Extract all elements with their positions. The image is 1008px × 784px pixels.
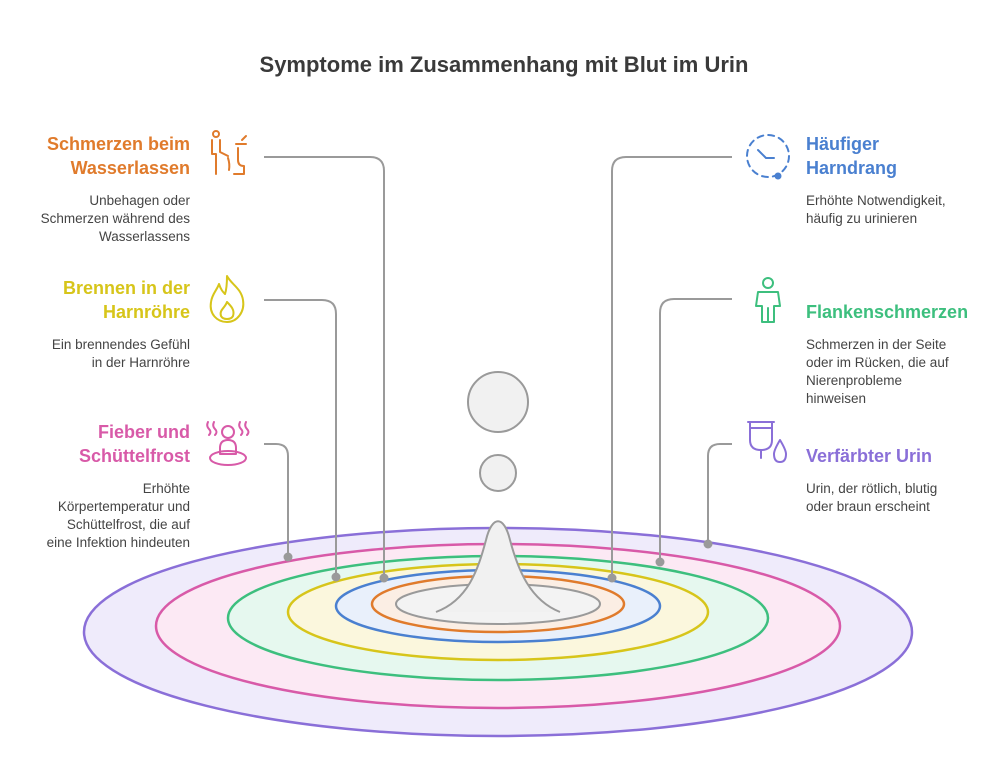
drop-large — [467, 371, 529, 433]
urination-icon — [211, 130, 247, 175]
connector-2 — [264, 299, 337, 577]
symptom-desc-frequent-urge: Erhöhte Notwendigkeit, häufig zu urinier… — [806, 193, 946, 226]
symptom-desc-fever-chills: Erhöhte Körpertemperatur und Schüttelfro… — [46, 481, 190, 550]
drop-small — [479, 454, 517, 492]
person-icon — [755, 277, 781, 323]
connector-5 — [659, 298, 732, 562]
connector-6 — [707, 443, 732, 544]
connector-1 — [264, 156, 385, 578]
connector-dot — [655, 557, 665, 567]
connector-dot — [379, 573, 389, 583]
symptom-title-flank-pain: Flankenschmerzen — [806, 302, 969, 322]
symptom-title-fever-chills: Fieber und Schüttelfrost — [78, 422, 190, 466]
symptom-title-discolored-urine: Verfärbter Urin — [806, 446, 933, 466]
symptom-desc-urethra-burning: Ein brennendes Gefühl in der Harnröhre — [51, 337, 190, 370]
connector-4 — [611, 156, 732, 578]
connector-dot — [331, 572, 341, 582]
symptom-desc-painful-urination: Unbehagen oder Schmerzen während des Was… — [40, 193, 190, 244]
diagram-title: Symptome im Zusammenhang mit Blut im Uri… — [259, 52, 749, 77]
flame-icon — [209, 275, 245, 323]
connector-dot — [703, 539, 713, 549]
symptom-title-painful-urination: Schmerzen beim Wasserlassen — [46, 134, 190, 178]
urine-cup-drop-icon — [747, 421, 787, 463]
splash-peak — [435, 520, 561, 613]
connector-3 — [264, 443, 289, 557]
symptom-desc-flank-pain: Schmerzen in der Seite oder im Rücken, d… — [806, 337, 949, 406]
symptom-title-urethra-burning: Brennen in der Harnröhre — [62, 278, 190, 322]
symptom-title-frequent-urge: Häufiger Harndrang — [806, 134, 898, 178]
connector-dot — [607, 573, 617, 583]
fever-icon — [206, 421, 250, 466]
connector-dot — [283, 552, 293, 562]
clock-icon — [746, 134, 790, 180]
symptom-desc-discolored-urine: Urin, der rötlich, blutig oder braun ers… — [806, 481, 938, 514]
